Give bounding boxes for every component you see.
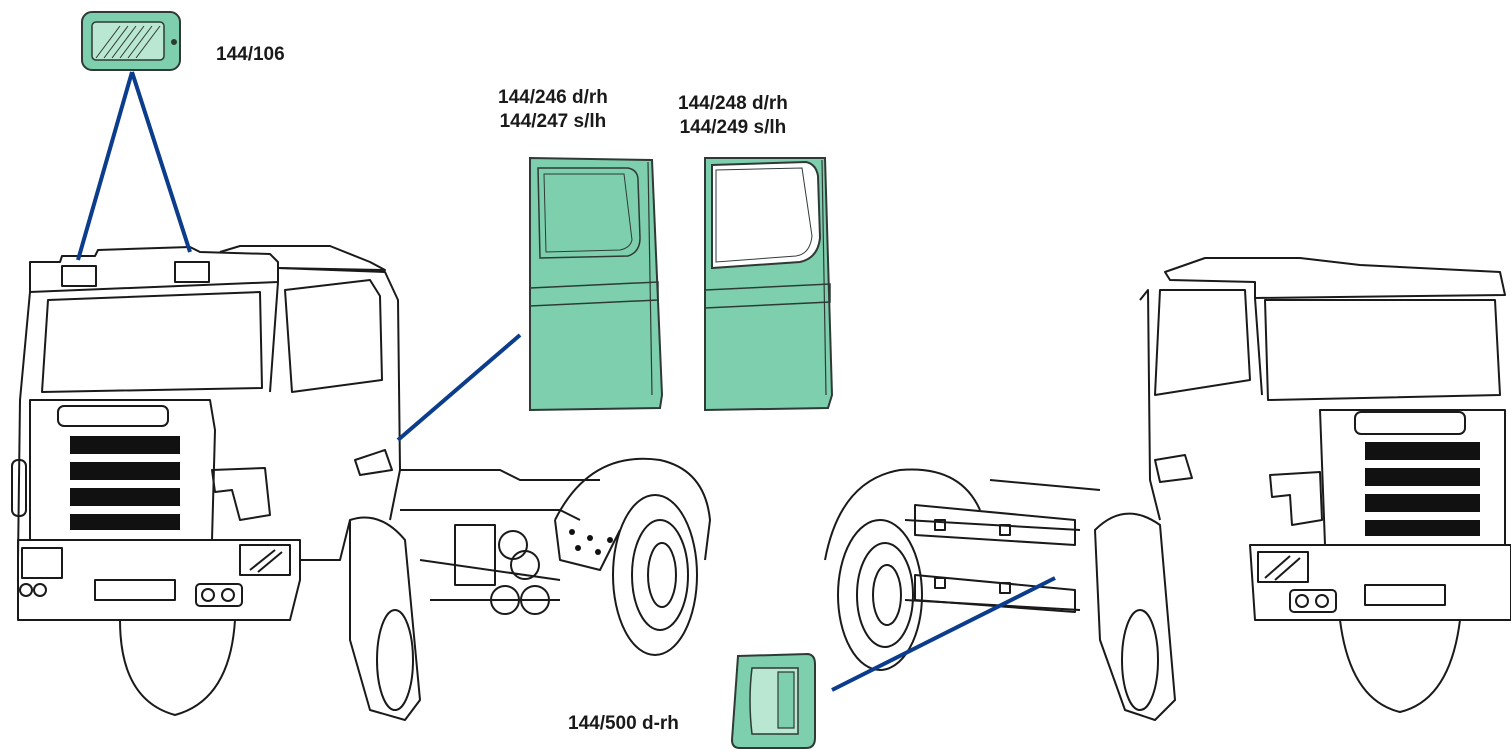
left-truck-roof-lamp-left	[61, 265, 97, 287]
left-truck-battery-box	[454, 524, 496, 586]
right-truck-badge	[1354, 411, 1466, 435]
leader-line-step	[831, 576, 1056, 692]
right-truck-headlamp	[1257, 551, 1309, 583]
left-truck-rear-tyre	[612, 494, 698, 656]
label-step-cover: 144/500 d-rh	[568, 713, 679, 734]
right-truck-front-wheel-side	[1094, 512, 1176, 721]
right-truck-windscreen	[1264, 299, 1501, 401]
right-truck-bumper-lamps	[1289, 589, 1337, 613]
left-truck-rear-mudguard	[554, 457, 711, 561]
left-truck-indicator	[211, 467, 271, 521]
left-truck-cab-frame	[17, 281, 279, 561]
left-truck-bumper-lamps	[195, 583, 243, 607]
label-front-door-lh: 144/247 s/lh	[499, 111, 607, 132]
leader-line-lamp	[76, 71, 192, 261]
right-truck-bumper	[1249, 544, 1511, 621]
right-truck-grille	[1365, 442, 1480, 536]
left-truck-badge	[57, 405, 169, 427]
label-lamp: 144/106	[216, 44, 285, 65]
left-truck-headlamp-left	[21, 547, 63, 579]
right-truck-door-handle	[1154, 454, 1193, 483]
left-truck-windscreen	[41, 291, 263, 393]
part-front-door-panel	[529, 156, 664, 412]
right-truck-rear-tyre	[837, 519, 923, 671]
right-truck-front-wheel	[1339, 619, 1461, 713]
right-truck	[824, 257, 1511, 721]
label-rear-door-rh: 144/248 d/rh	[678, 93, 788, 114]
left-truck-bumper	[17, 539, 301, 621]
left-truck-mudguard-holes	[569, 529, 613, 555]
label-rear-door-lh: 144/249 s/lh	[679, 117, 787, 138]
right-truck-number-plate	[1364, 584, 1446, 606]
left-truck-number-plate	[94, 579, 176, 601]
label-front-door: 144/246 d/rh 144/247 s/lh	[498, 86, 608, 134]
left-truck-headlamp-right	[239, 544, 291, 576]
right-truck-rear-mudguard	[824, 468, 981, 561]
left-truck-cab-side	[277, 267, 401, 521]
left-truck-grille	[70, 436, 180, 530]
right-truck-indicator	[1269, 471, 1323, 526]
left-truck-front-wheel-side	[349, 516, 421, 721]
leader-line-door	[396, 333, 522, 442]
part-roof-lamp	[81, 11, 181, 71]
left-truck-roof-spoiler	[29, 246, 279, 293]
left-truck-roof-top	[219, 245, 386, 271]
left-truck-roof-lamp-right	[174, 261, 210, 283]
leader-lines	[76, 71, 1056, 692]
right-truck-side-fairing	[914, 504, 1076, 613]
left-truck-door-handle	[354, 449, 393, 476]
label-rear-door: 144/248 d/rh 144/249 s/lh	[678, 92, 788, 140]
right-truck-roof	[1164, 257, 1506, 299]
left-truck	[11, 245, 711, 721]
right-truck-cab-side	[1139, 289, 1263, 521]
part-rear-door-panel	[704, 157, 834, 412]
right-truck-side-window	[1154, 289, 1251, 396]
part-step-cover	[730, 652, 816, 749]
left-truck-front-wheel	[119, 619, 236, 716]
label-front-door-rh: 144/246 d/rh	[498, 87, 608, 108]
left-truck-side-marker	[11, 459, 27, 517]
left-truck-side-window	[284, 279, 383, 393]
